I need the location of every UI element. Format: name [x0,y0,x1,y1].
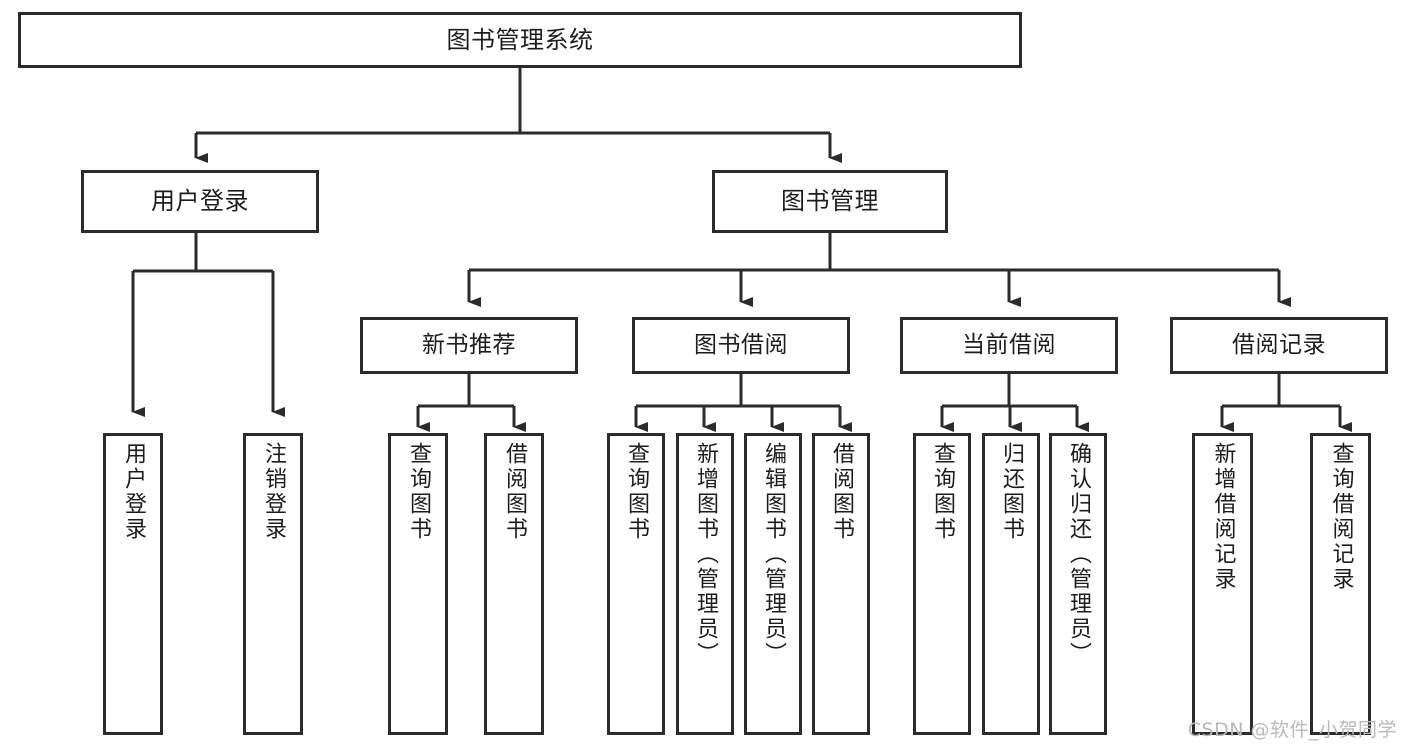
node-leaf-edit-book[interactable]: 编辑图书（管理员） [744,433,802,735]
node-leaf-borrow-book-2[interactable]: 借阅图书 [812,433,870,735]
node-root-book-management-system[interactable]: 图书管理系统 [18,12,1022,68]
node-label: 借阅记录 [1232,331,1326,358]
node-label: 新增图书（管理员） [692,442,718,667]
node-label: 查询图书 [929,442,955,542]
node-label: 查询图书 [623,442,649,542]
node-label: 注销登录 [260,442,286,542]
watermark-text: CSDN @软件_小贺同学 [1187,719,1397,741]
node-leaf-add-book[interactable]: 新增图书（管理员） [676,433,734,735]
node-leaf-confirm-return[interactable]: 确认归还（管理员） [1049,433,1107,735]
node-label: 新增借阅记录 [1210,442,1236,592]
node-leaf-query-book-1[interactable]: 查询图书 [388,433,448,735]
node-book-management[interactable]: 图书管理 [712,170,948,233]
node-current-borrow[interactable]: 当前借阅 [900,317,1118,374]
node-book-borrow[interactable]: 图书借阅 [632,317,850,374]
node-label: 当前借阅 [962,331,1056,358]
node-leaf-add-record[interactable]: 新增借阅记录 [1192,433,1253,735]
node-leaf-user-login[interactable]: 用户登录 [103,433,163,735]
node-label: 图书借阅 [694,331,788,358]
node-leaf-logout-login[interactable]: 注销登录 [243,433,303,735]
node-leaf-borrow-book-1[interactable]: 借阅图书 [484,433,544,735]
node-label: 图书管理系统 [446,25,594,54]
node-label: 用户登录 [151,187,249,216]
node-label: 查询图书 [405,442,431,542]
node-label: 归还图书 [998,442,1024,542]
node-leaf-return-book[interactable]: 归还图书 [982,433,1040,735]
node-label: 借阅图书 [501,442,527,542]
node-label: 查询借阅记录 [1328,442,1354,592]
node-new-book-recommend[interactable]: 新书推荐 [360,317,578,374]
node-label: 确认归还（管理员） [1065,442,1091,667]
node-label: 借阅图书 [828,442,854,542]
node-label: 图书管理 [781,187,879,216]
node-user-login[interactable]: 用户登录 [81,170,319,233]
node-leaf-query-book-2[interactable]: 查询图书 [607,433,665,735]
node-label: 编辑图书（管理员） [760,442,786,667]
node-label: 新书推荐 [422,331,516,358]
node-label: 用户登录 [120,442,146,542]
node-borrow-record[interactable]: 借阅记录 [1170,317,1388,374]
node-leaf-query-record[interactable]: 查询借阅记录 [1310,433,1371,735]
node-leaf-query-book-3[interactable]: 查询图书 [913,433,971,735]
